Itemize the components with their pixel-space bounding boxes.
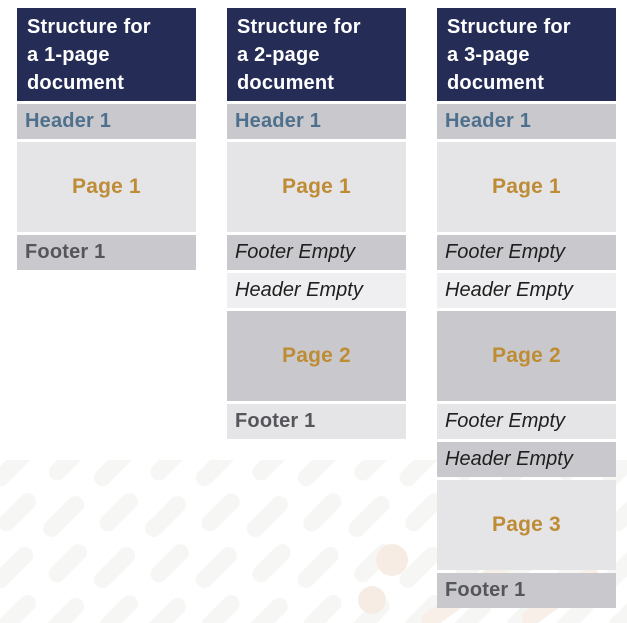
row-header-1: Header 1 bbox=[17, 104, 196, 139]
diagram-title: Structure for a 3-page document bbox=[437, 8, 616, 101]
title-line: Structure for bbox=[27, 16, 151, 38]
title-line: a 3-page bbox=[447, 44, 530, 66]
row-footer-1: Footer 1 bbox=[17, 235, 196, 270]
title-line: a 2-page bbox=[237, 44, 320, 66]
diagram-title: Structure for a 2-page document bbox=[227, 8, 406, 101]
row-page-3: Page 3 bbox=[437, 480, 616, 570]
row-page-2: Page 2 bbox=[227, 311, 406, 401]
row-page-1: Page 1 bbox=[17, 142, 196, 232]
row-page-1: Page 1 bbox=[437, 142, 616, 232]
row-header-empty: Header Empty bbox=[437, 273, 616, 308]
diagram-2-page-document: Structure for a 2-page document Header 1… bbox=[227, 8, 406, 442]
row-header-1: Header 1 bbox=[227, 104, 406, 139]
row-footer-1: Footer 1 bbox=[227, 404, 406, 439]
title-line: Structure for bbox=[237, 16, 361, 38]
row-footer-empty: Footer Empty bbox=[437, 235, 616, 270]
row-footer-empty: Footer Empty bbox=[227, 235, 406, 270]
row-header-empty: Header Empty bbox=[227, 273, 406, 308]
title-line: Structure for bbox=[447, 16, 571, 38]
row-header-1: Header 1 bbox=[437, 104, 616, 139]
diagram-1-page-document: Structure for a 1-page document Header 1… bbox=[17, 8, 196, 273]
row-page-2: Page 2 bbox=[437, 311, 616, 401]
row-page-1: Page 1 bbox=[227, 142, 406, 232]
row-footer-1: Footer 1 bbox=[437, 573, 616, 608]
row-footer-empty: Footer Empty bbox=[437, 404, 616, 439]
row-header-empty: Header Empty bbox=[437, 442, 616, 477]
title-line: a 1-page bbox=[27, 44, 110, 66]
title-line: document bbox=[27, 72, 125, 94]
diagram-3-page-document: Structure for a 3-page document Header 1… bbox=[437, 8, 616, 611]
title-line: document bbox=[237, 72, 335, 94]
title-line: document bbox=[447, 72, 545, 94]
diagram-title: Structure for a 1-page document bbox=[17, 8, 196, 101]
